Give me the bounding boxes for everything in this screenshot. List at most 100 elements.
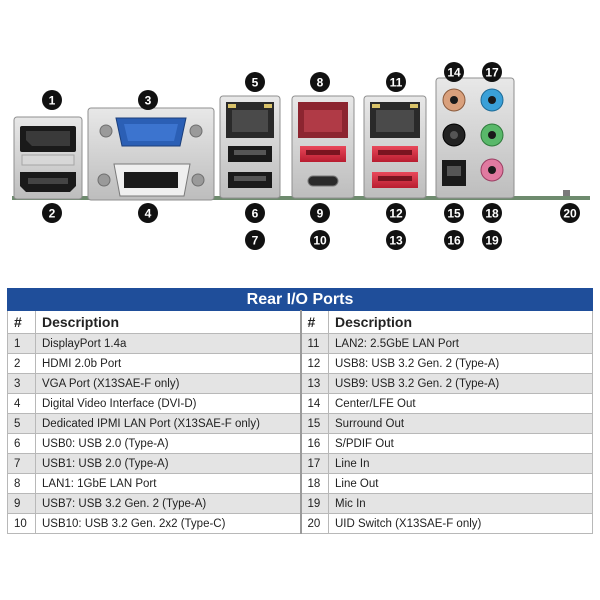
hdmi-connector [20, 172, 76, 192]
row-num-right: 11 [299, 333, 329, 354]
displayport-hdmi-bracket [13, 116, 83, 200]
svg-text:8: 8 [317, 76, 324, 90]
spdif-port [442, 160, 466, 186]
uid-switch [563, 190, 570, 196]
row-num-left: 5 [7, 413, 36, 434]
row-desc-right: USB8: USB 3.2 Gen. 2 (Type-A) [328, 353, 593, 374]
callout-19: 19 [482, 230, 502, 250]
svg-text:10: 10 [313, 234, 327, 248]
callout-5: 5 [245, 72, 265, 92]
header-desc-left: Description [35, 310, 301, 334]
row-num-left: 2 [7, 353, 36, 374]
row-num-left: 10 [7, 513, 36, 534]
callout-13: 13 [386, 230, 406, 250]
rear-io-ports-table: Rear I/O Ports # Description # Descripti… [7, 288, 593, 534]
callout-8: 8 [310, 72, 330, 92]
row-desc-right: S/PDIF Out [328, 433, 593, 454]
line-in-jack [480, 88, 504, 112]
svg-text:2: 2 [49, 207, 56, 221]
callout-12: 12 [386, 203, 406, 223]
center-lfe-jack [442, 88, 466, 112]
audio-jack-block [435, 77, 515, 199]
svg-text:19: 19 [485, 234, 499, 248]
row-desc-left: USB1: USB 2.0 (Type-A) [35, 453, 301, 474]
row-num-right: 17 [299, 453, 329, 474]
row-num-right: 19 [299, 493, 329, 514]
callout-18: 18 [482, 203, 502, 223]
svg-text:20: 20 [563, 207, 577, 221]
callout-20: 20 [560, 203, 580, 223]
header-num-left: # [7, 310, 36, 334]
row-desc-right: Line In [328, 453, 593, 474]
row-num-right: 13 [299, 373, 329, 394]
callout-11: 11 [386, 72, 406, 92]
svg-text:15: 15 [447, 207, 461, 221]
header-num-right: # [299, 310, 329, 334]
row-desc-left: HDMI 2.0b Port [35, 353, 301, 374]
svg-text:9: 9 [317, 207, 324, 221]
svg-text:13: 13 [389, 234, 403, 248]
line-out-jack [480, 123, 504, 147]
svg-text:17: 17 [485, 66, 499, 80]
row-num-left: 8 [7, 473, 36, 494]
row-desc-right: Surround Out [328, 413, 593, 434]
row-num-right: 12 [299, 353, 329, 374]
dvi-connector [113, 163, 191, 197]
row-desc-left: VGA Port (X13SAE-F only) [35, 373, 301, 394]
svg-text:7: 7 [252, 234, 259, 248]
svg-text:3: 3 [145, 94, 152, 108]
svg-text:1: 1 [49, 94, 56, 108]
lan1-usb-typec-stack [291, 95, 355, 199]
lan2-usb3-stack [363, 95, 427, 199]
vga-dvi-bracket [87, 107, 215, 201]
svg-text:4: 4 [145, 207, 152, 221]
callout-10: 10 [310, 230, 330, 250]
callout-layer: 1 2 3 4 5 6 7 8 9 10 11 12 13 14 15 16 1… [42, 62, 580, 250]
ipmi-lan-port [226, 102, 274, 138]
svg-text:18: 18 [485, 207, 499, 221]
lan1-port [298, 102, 348, 138]
callout-7: 7 [245, 230, 265, 250]
usb-typec-port [307, 175, 339, 187]
callout-3: 3 [138, 90, 158, 110]
row-desc-left: USB10: USB 3.2 Gen. 2x2 (Type-C) [35, 513, 301, 534]
row-desc-right: Center/LFE Out [328, 393, 593, 414]
row-desc-right: UID Switch (X13SAE-F only) [328, 513, 593, 534]
callout-15: 15 [444, 203, 464, 223]
row-num-right: 18 [299, 473, 329, 494]
row-num-right: 14 [299, 393, 329, 414]
svg-text:16: 16 [447, 234, 461, 248]
mic-in-jack [480, 158, 504, 182]
vga-connector [115, 117, 187, 147]
row-desc-right: Line Out [328, 473, 593, 494]
table-header-row: # Description # Description [7, 310, 593, 334]
table-title: Rear I/O Ports [7, 288, 593, 311]
callout-9: 9 [310, 203, 330, 223]
svg-text:14: 14 [447, 66, 461, 80]
row-num-left: 7 [7, 453, 36, 474]
row-desc-left: Dedicated IPMI LAN Port (X13SAE-F only) [35, 413, 301, 434]
row-num-left: 3 [7, 373, 36, 394]
row-num-right: 15 [299, 413, 329, 434]
row-desc-left: LAN1: 1GbE LAN Port [35, 473, 301, 494]
callout-2: 2 [42, 203, 62, 223]
callout-14: 14 [444, 62, 464, 82]
row-num-left: 4 [7, 393, 36, 414]
row-desc-left: USB7: USB 3.2 Gen. 2 (Type-A) [35, 493, 301, 514]
svg-text:5: 5 [252, 76, 259, 90]
row-num-left: 9 [7, 493, 36, 514]
row-desc-left: USB0: USB 2.0 (Type-A) [35, 433, 301, 454]
ipmi-usb2-stack [219, 95, 281, 199]
row-desc-left: DisplayPort 1.4a [35, 333, 301, 354]
rear-io-diagram: 1 2 3 4 5 6 7 8 9 10 11 12 13 14 15 16 1… [12, 62, 590, 250]
row-desc-right: LAN2: 2.5GbE LAN Port [328, 333, 593, 354]
